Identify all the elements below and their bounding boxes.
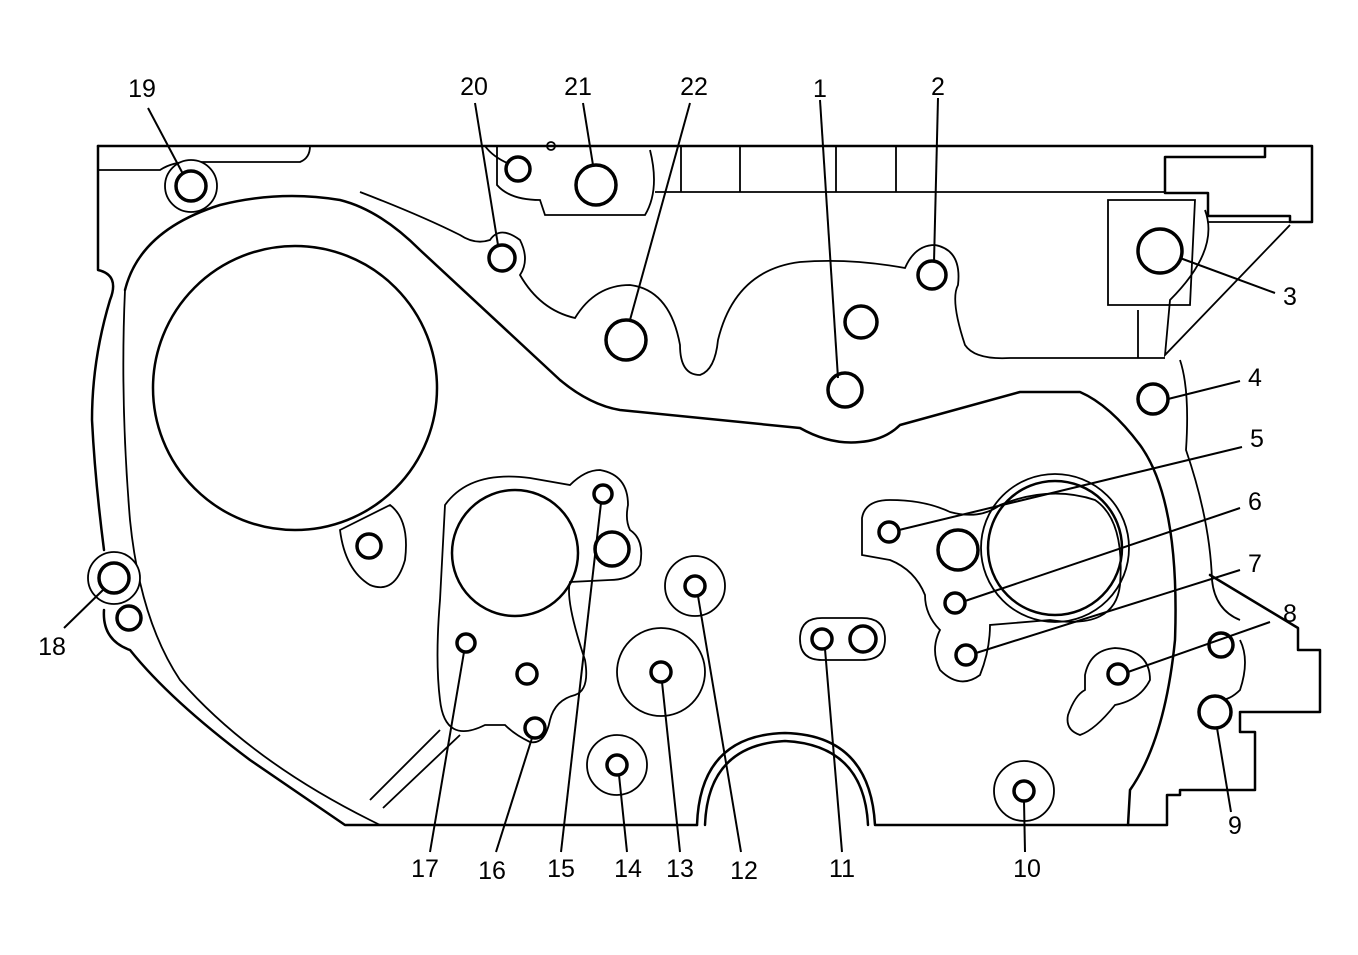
bolt-hole-12 [683,574,707,598]
bolt-hole-7 [954,643,978,667]
slot-boss [799,617,886,661]
leader-16 [495,737,533,853]
bolt-hole-4 [1136,382,1170,416]
callout-17: 17 [411,855,439,883]
callout-1: 1 [813,75,827,103]
bolt-hole-16 [523,716,547,740]
bolt-hole-17 [455,632,477,654]
callout-3: 3 [1283,283,1297,311]
camshaft-bore [151,244,439,589]
bolt-hole-14 [605,753,629,777]
bolt-hole-2 [916,259,948,291]
callout-5: 5 [1250,425,1264,453]
leader-14 [618,774,628,853]
leader-lines [63,97,1276,853]
callout-11: 11 [829,855,855,883]
callout-labels: 1 2 3 4 5 6 7 8 9 10 11 12 13 14 15 16 1… [38,73,1297,885]
callout-6: 6 [1248,488,1262,516]
bolt-hole-15 [592,483,614,505]
leader-6 [964,507,1241,602]
callout-4: 4 [1248,364,1262,392]
misc-holes [115,141,879,632]
leader-4 [1167,380,1241,400]
water-pump-housing [861,473,1246,736]
leader-11 [824,648,843,853]
callout-2: 2 [931,73,945,101]
leader-20 [474,102,499,246]
leader-12 [697,595,742,853]
callout-16: 16 [478,857,506,885]
callout-18: 18 [38,633,66,661]
leader-18 [63,588,105,629]
leader-21 [582,102,594,166]
callout-10: 10 [1013,855,1041,883]
bolt-hole-22 [604,318,648,362]
leader-19 [147,107,184,175]
callout-13: 13 [666,855,694,883]
bolt-hole-10 [1012,779,1036,803]
bolt-holes [97,163,1233,803]
leader-5 [898,446,1243,531]
oil-pump-housing [369,469,643,809]
leader-9 [1216,727,1232,813]
bolt-hole-18 [97,561,131,595]
leader-15 [560,502,602,853]
callout-21: 21 [564,73,592,101]
leader-8 [1127,621,1271,673]
callout-22: 22 [680,73,708,101]
leader-1 [819,99,839,379]
bolt-hole-19 [174,169,208,203]
leader-22 [629,102,691,321]
bolt-hole-13 [649,660,673,684]
callout-7: 7 [1248,550,1262,578]
leader-2 [933,97,939,263]
bolt-hole-20 [487,243,517,273]
leader-13 [661,681,681,853]
bolt-hole-21 [574,163,618,207]
leader-10 [1023,800,1026,853]
callout-19: 19 [128,75,156,103]
gasket-boundary [122,194,1291,827]
callout-14: 14 [614,855,642,883]
callout-9: 9 [1228,812,1242,840]
leader-7 [975,569,1241,654]
callout-20: 20 [460,73,488,101]
bolt-hole-5 [877,520,901,544]
bolt-hole-3 [1136,227,1184,275]
upper-boss-outline [359,146,1165,376]
callout-15: 15 [547,855,575,883]
bolt-hole-1 [826,371,864,409]
bolt-hole-9 [1197,694,1233,730]
callout-8: 8 [1283,600,1297,628]
bolt-hole-8 [1106,662,1130,686]
leader-3 [1179,257,1276,294]
leader-17 [429,651,465,853]
bolt-hole-6 [943,591,967,615]
bolt-hole-11 [810,627,834,651]
callout-12: 12 [730,857,758,885]
